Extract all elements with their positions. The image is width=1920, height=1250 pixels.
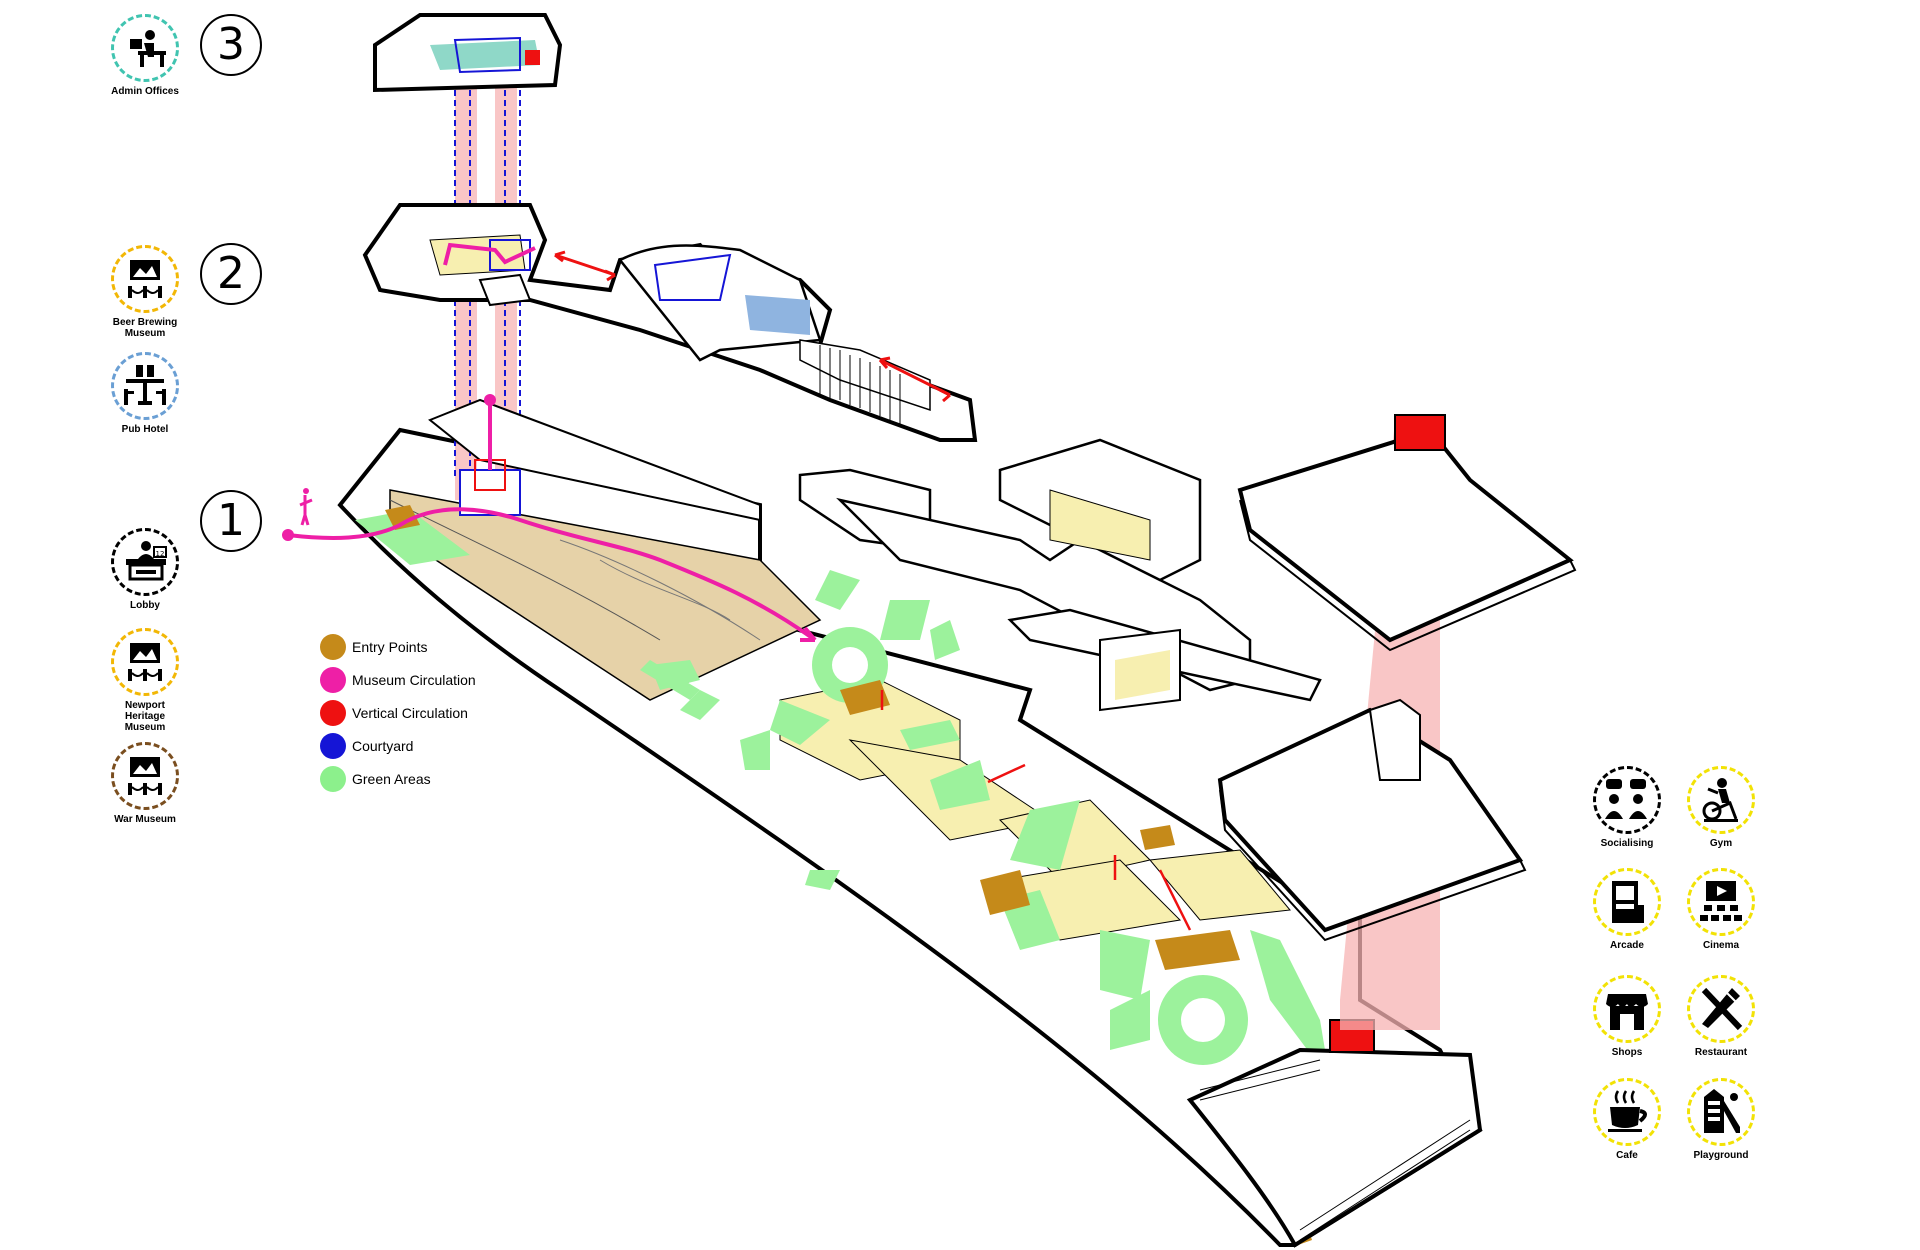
arcade-key: Arcade [1592,868,1662,951]
legend-item-courtyard: Courtyard [320,729,476,762]
socialising-key: Socialising [1592,766,1662,849]
level-3-building [373,13,563,93]
cinema-screen-icon [1687,868,1755,936]
museum-exhibit-icon [111,245,179,313]
legend-item-vertical-circulation: Vertical Circulation [320,696,476,729]
legend-item-entry-points: Entry Points [320,630,476,663]
playground-key: Playground [1686,1078,1756,1161]
level-2-building [362,203,978,442]
exercise-bike-icon [1687,766,1755,834]
legend-swatch [320,765,346,792]
restaurant-key: Restaurant [1686,975,1756,1058]
museum-exhibit-icon [111,742,179,810]
storefront-icon [1593,975,1661,1043]
level-3-rooftop [1237,414,1577,652]
level-2-rooftop [1217,698,1527,942]
slide-icon [1687,1078,1755,1146]
legend-swatch [320,699,346,726]
gym-key: Gym [1686,766,1756,849]
legend-swatch [320,732,346,759]
coffee-cup-icon [1593,1078,1661,1146]
legend-item-green-areas: Green Areas [320,762,476,795]
pub-hotel-key: Pub Hotel [110,352,180,435]
lobby-key: 12 Lobby [110,528,180,611]
level-2-marker: 2 [200,243,262,305]
cinema-key: Cinema [1686,868,1756,951]
admin-offices-key: Admin Offices [110,14,180,97]
legend: Entry Points Museum Circulation Vertical… [320,630,476,795]
museum-exhibit-icon [111,628,179,696]
museum-circulation-path [282,394,817,642]
ground-floor-plate [337,427,1483,1248]
newport-heritage-museum-key: Newport Heritage Museum [110,628,180,733]
desk-worker-icon [111,14,179,82]
shops-key: Shops [1592,975,1662,1058]
level-3-marker: 3 [200,14,262,76]
arcade-machine-icon [1593,868,1661,936]
level-1-marker: 1 [200,490,262,552]
fork-knife-icon [1687,975,1755,1043]
war-museum-key: War Museum [110,742,180,825]
legend-swatch [320,633,346,660]
pub-table-icon [111,352,179,420]
reception-desk-icon: 12 [111,528,179,596]
playground-plate [1186,1047,1483,1248]
visitor-figure-icon [299,495,313,526]
level-1-building [428,398,1322,712]
chat-people-icon [1593,766,1661,834]
legend-item-museum-circulation: Museum Circulation [320,663,476,696]
svg-text:12: 12 [156,550,165,558]
cafe-key: Cafe [1592,1078,1662,1161]
legend-swatch [320,666,346,693]
beer-brewing-museum-key: Beer Brewing Museum [110,245,180,339]
